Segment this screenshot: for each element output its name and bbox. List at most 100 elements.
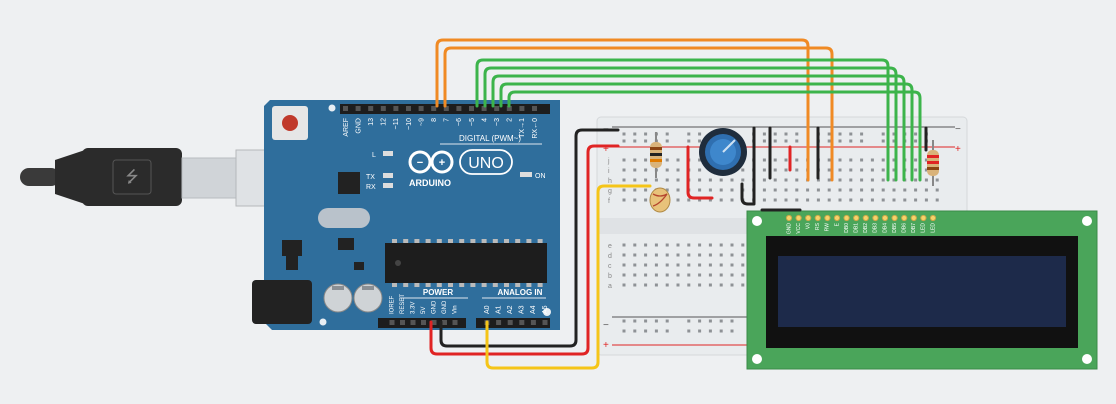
power-pin-label: GND: [442, 300, 448, 314]
wire-red-5v: [429, 144, 620, 356]
power-pin-label: GND: [432, 300, 438, 314]
arduino-brand-text: ARDUINO: [409, 178, 451, 188]
usb-cable: ⭍: [20, 148, 238, 206]
wire-green-2: [483, 66, 898, 182]
lcd-pin-label: LED: [930, 223, 936, 233]
analog-pin-label: A0: [484, 305, 491, 314]
potentiometer[interactable]: [699, 128, 747, 176]
crystal: [318, 208, 370, 228]
wire-orange-2: [443, 46, 834, 182]
svg-text:+: +: [439, 157, 445, 169]
row-letter: a: [608, 283, 612, 290]
lcd-pin-label: GND: [786, 223, 792, 235]
digital-pin-label: AREF: [343, 118, 350, 137]
arduino-logo: − +: [408, 150, 454, 174]
digital-pin-label: RX←0: [532, 118, 539, 139]
wire-green-1: [475, 58, 890, 182]
digital-pin-label: ~11: [393, 118, 400, 129]
capacitor-2: [353, 283, 383, 313]
analog-pin-label: A1: [495, 305, 502, 314]
wire-black-pot: [740, 126, 756, 206]
digital-pin-label: ~6: [456, 118, 463, 126]
led-l-label: L: [372, 152, 376, 159]
analog-header: [476, 318, 550, 328]
row-letter: h: [608, 178, 612, 185]
power-label: POWER: [423, 288, 453, 297]
power-pin-label: 5V: [421, 307, 427, 314]
resistor-2: [927, 140, 939, 186]
lcd-pin-label: DB4: [882, 223, 888, 233]
lcd-pin-label: DB0: [844, 223, 850, 233]
digital-pin-label: 4: [481, 118, 488, 122]
analog-pin-label: A3: [519, 305, 526, 314]
wires: [429, 38, 928, 370]
lcd-pin-label: DB1: [854, 223, 860, 233]
uno-label: UNO: [468, 155, 504, 172]
voltage-regulator: [282, 240, 302, 256]
led-l: [383, 151, 393, 156]
digital-pin-label: TX→1: [519, 118, 526, 138]
usb-chip: [338, 172, 360, 194]
analog-pin-label: A5: [542, 305, 549, 314]
capacitor-1: [323, 283, 353, 313]
lcd-pin-label: DB6: [902, 223, 908, 233]
lcd-pin-label: DB2: [863, 223, 869, 233]
digital-pin-label: 7: [444, 118, 451, 122]
wire-black-gnd: [439, 128, 620, 348]
power-pin-label: 3.3V: [411, 302, 417, 314]
resistor-1: [650, 132, 662, 178]
lcd-pin-label: E: [834, 222, 840, 226]
power-pin-label: Vin: [453, 305, 459, 314]
lcd-pin-label: DB7: [911, 223, 917, 233]
wire-green-5: [507, 90, 922, 182]
rail-minus-bottom: −: [603, 320, 609, 331]
led-on-label: ON: [535, 173, 546, 180]
led-rx-label: RX: [366, 184, 376, 191]
wire-red-pot: [686, 145, 714, 200]
usb-icon: ⭍: [125, 168, 138, 186]
lcd-pin-label: DB3: [873, 223, 879, 233]
row-letter: d: [608, 253, 612, 260]
lcd-pin-label: VCC: [796, 223, 802, 234]
power-pin-label: RESET: [400, 294, 406, 314]
wire-orange-1: [435, 38, 810, 182]
led-rx: [383, 183, 393, 188]
lcd-pin-label: RS: [815, 222, 821, 230]
digital-pin-label: ~10: [406, 118, 413, 130]
row-letter: i: [608, 168, 610, 175]
led-on: [520, 172, 532, 177]
digital-pin-label: ~5: [469, 118, 476, 126]
lcd-pin-label: V0: [806, 223, 812, 229]
digital-pin-label: 13: [368, 118, 375, 126]
analog-pin-label: A4: [530, 305, 537, 314]
wire-green-3: [491, 74, 906, 182]
row-letter: b: [608, 273, 612, 280]
rail-plus-bottom: +: [603, 340, 609, 351]
analog-pin-label: A2: [507, 305, 514, 314]
digital-pin-label: ~9: [418, 118, 425, 126]
rail-minus-top-right: −: [955, 124, 961, 135]
digital-header-label: DIGITAL (PWM~): [459, 134, 521, 143]
rail-plus-top-right: +: [955, 144, 961, 155]
wire-green-4: [499, 82, 914, 182]
photoresistor: [649, 187, 671, 213]
lcd-screen: [778, 256, 1066, 327]
led-tx: [383, 173, 393, 178]
rail-plus-top: +: [603, 144, 609, 155]
row-letter: c: [608, 263, 612, 270]
row-letter: f: [608, 198, 610, 205]
row-letter: g: [608, 188, 612, 195]
digital-pin-label: 12: [381, 118, 388, 126]
atmega-chip: [385, 243, 547, 283]
digital-pin-label: GND: [355, 118, 362, 134]
lcd-pin-label: LED: [921, 223, 927, 233]
power-jack: [252, 280, 312, 324]
row-letter: j: [607, 158, 610, 165]
analog-in-label: ANALOG IN: [498, 288, 543, 297]
lcd-pin-label: DB5: [892, 223, 898, 233]
